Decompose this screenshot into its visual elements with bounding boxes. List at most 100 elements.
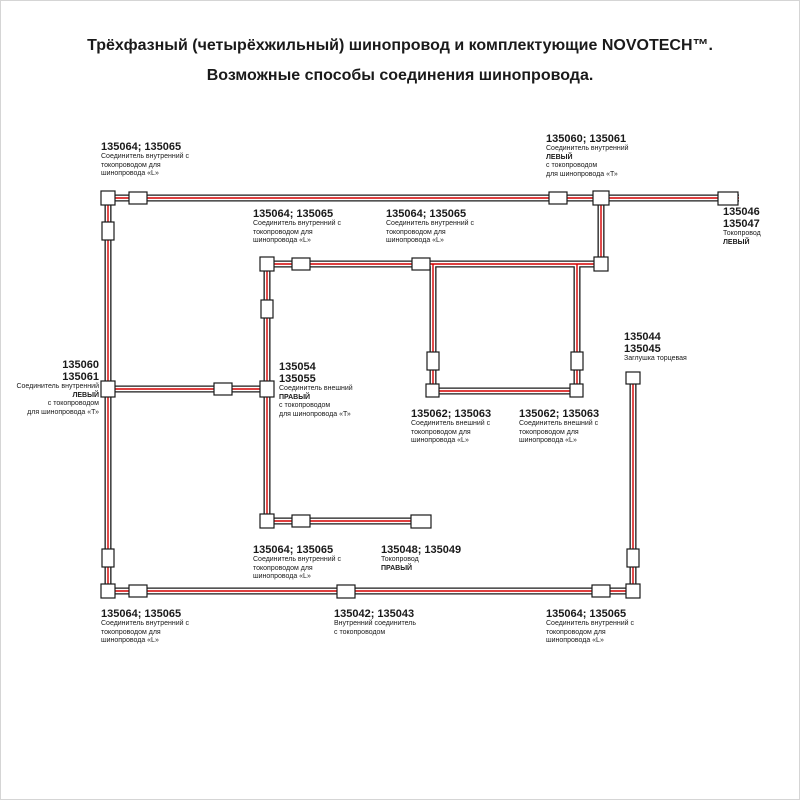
connector-loop-left [426, 351, 440, 371]
part-desc-line: ПРАВЫЙ [381, 564, 413, 572]
connector-right-edge-1 [626, 548, 640, 568]
part-desc-line: токопроводом для [101, 161, 161, 169]
label-external-t-connector-right: 135054 135055 Соединитель внешний ПРАВЫЙ… [279, 361, 353, 419]
connector-t-junction-left [100, 380, 116, 398]
connector-boxes [100, 190, 739, 599]
connector-external-corner-1 [425, 383, 440, 398]
part-desc-line: Соединитель внутренний с [101, 153, 189, 160]
part-desc-line: шинопровода «L» [101, 170, 159, 177]
part-desc-line: Заглушка торцевая [624, 355, 687, 362]
end-cap-box [625, 371, 641, 385]
label-power-feed-right: 135048; 135049 Токопровод ПРАВЫЙ [381, 544, 461, 573]
title-line-2: Возможные способы соединения шинопровода… [206, 67, 594, 84]
part-desc-line: шинопровода «L» [253, 573, 311, 580]
connector-top-edge-2 [548, 191, 568, 205]
label-internal-connector-L-bottom-right: 135064; 135065 Соединитель внутренний с … [546, 608, 634, 646]
connector-branch [213, 382, 233, 396]
connector-bottom-edge-1 [128, 584, 148, 598]
connector-inner-bottom [291, 514, 311, 528]
connector-corner-inner-right [593, 256, 609, 272]
connector-inner-vertical [260, 299, 274, 319]
label-internal-connector-L-top-left: 135064; 135065 Соединитель внутренний с … [101, 141, 189, 179]
part-desc-line: для шинопровода «Т» [27, 408, 99, 416]
part-numbers: 135046 [723, 206, 760, 218]
part-desc-line: токопроводом для [411, 428, 471, 436]
connector-corner-bottom-left [100, 583, 116, 599]
part-numbers: 135045 [624, 343, 661, 355]
connector-top-edge-1 [128, 191, 148, 205]
connector-corner-top-left [100, 190, 116, 206]
part-desc-line: Соединитель внешний с [519, 420, 599, 427]
track-channel [105, 195, 739, 594]
part-desc-line: Внутренний соединитель [334, 620, 417, 627]
conductor-line [107, 197, 739, 592]
part-desc-line: токопроводом для [101, 628, 161, 636]
part-numbers: 135060; 135061 [546, 133, 627, 145]
part-desc-line: токопроводом для [253, 228, 313, 236]
part-desc-line: Соединитель внутренний с [253, 556, 341, 563]
part-desc-line: шинопровода «L» [386, 237, 444, 244]
part-desc-line: шинопровода «L» [101, 637, 159, 644]
part-desc-line: Токопровод [381, 556, 419, 563]
part-desc-line: Соединитель внутренний с [386, 220, 474, 227]
part-numbers: 135064; 135065 [253, 208, 334, 220]
part-desc-line: ЛЕВЫЙ [723, 238, 750, 246]
part-desc-line: Соединитель внутренний с [253, 220, 341, 227]
connector-inner-top-1 [291, 257, 311, 271]
connector-corner-bottom-right [625, 583, 641, 599]
connector-corner-inner-bottom-left [259, 513, 275, 529]
part-desc-line: шинопровода «L» [411, 437, 469, 444]
part-desc-line: Соединитель внутренний с [546, 620, 634, 627]
part-desc-line: Соединитель внутренний [16, 383, 99, 390]
track-network [104, 194, 739, 595]
connector-corner-inner-left [259, 256, 275, 272]
label-t-connector-left-top: 135060; 135061 Соединитель внутренний ЛЕ… [546, 133, 629, 179]
part-desc-line: Соединитель внутренний с [101, 620, 189, 627]
part-desc-line: Токопровод [723, 230, 761, 237]
connector-t-junction-inner [259, 380, 275, 398]
part-desc-line: с токопроводом [279, 402, 331, 409]
part-desc-line: токопроводом для [386, 228, 446, 236]
connector-t-junction-top [592, 190, 610, 206]
connector-inner-top-2 [411, 257, 431, 271]
label-internal-straight-connector: 135042; 135043 Внутренний соединитель с … [334, 608, 416, 637]
part-desc-line: шинопровода «L» [546, 637, 604, 644]
part-desc-line: для шинопровода «Т» [279, 410, 351, 418]
label-external-connector-L-2: 135062; 135063 Соединитель внешний с ток… [519, 408, 599, 446]
part-numbers: 135064; 135065 [101, 141, 182, 153]
part-numbers: 135047 [723, 218, 760, 230]
connector-left-edge-2 [101, 548, 115, 568]
part-numbers: 135060 [62, 359, 99, 371]
part-desc-line: ЛЕВЫЙ [546, 153, 573, 161]
part-desc-line: токопроводом для [546, 628, 606, 636]
part-desc-line: ЛЕВЫЙ [72, 391, 99, 399]
power-feed-right-box [410, 514, 432, 529]
part-numbers: 135064; 135065 [101, 608, 182, 620]
part-numbers: 135062; 135063 [411, 408, 492, 420]
part-numbers: 135055 [279, 373, 316, 385]
part-desc-line: для шинопровода «Т» [546, 170, 618, 178]
part-desc-line: Соединитель внешний [279, 385, 353, 392]
part-desc-line: Соединитель внутренний [546, 145, 629, 152]
label-internal-connector-L-bottom-left: 135064; 135065 Соединитель внутренний с … [101, 608, 189, 646]
part-desc-line: ПРАВЫЙ [279, 393, 311, 401]
part-numbers: 135061 [62, 371, 99, 383]
label-internal-connector-L-inner-top-2: 135064; 135065 Соединитель внутренний с … [386, 208, 474, 246]
connector-loop-right [570, 351, 584, 371]
title-line-1: Трёхфазный (четырёхжильный) шинопровод и… [87, 37, 713, 54]
part-desc-line: токопроводом для [519, 428, 579, 436]
label-t-connector-left-side: 135060 135061 Соединитель внутренний ЛЕВ… [16, 359, 99, 417]
connector-bottom-edge-2 [591, 584, 611, 598]
part-desc-line: с токопроводом [47, 400, 99, 407]
part-desc-line: шинопровода «L» [253, 237, 311, 244]
label-external-connector-L-1: 135062; 135063 Соединитель внешний с ток… [411, 408, 491, 446]
label-internal-connector-L-inner-top-1: 135064; 135065 Соединитель внутренний с … [253, 208, 341, 246]
part-desc-line: шинопровода «L» [519, 437, 577, 444]
label-end-cap: 135044 135045 Заглушка торцевая [624, 331, 687, 364]
page-title: Трёхфазный (четырёхжильный) шинопровод и… [1, 31, 799, 91]
part-numbers: 135048; 135049 [381, 544, 462, 556]
connector-external-corner-2 [569, 383, 584, 398]
part-numbers: 135064; 135065 [253, 544, 334, 556]
